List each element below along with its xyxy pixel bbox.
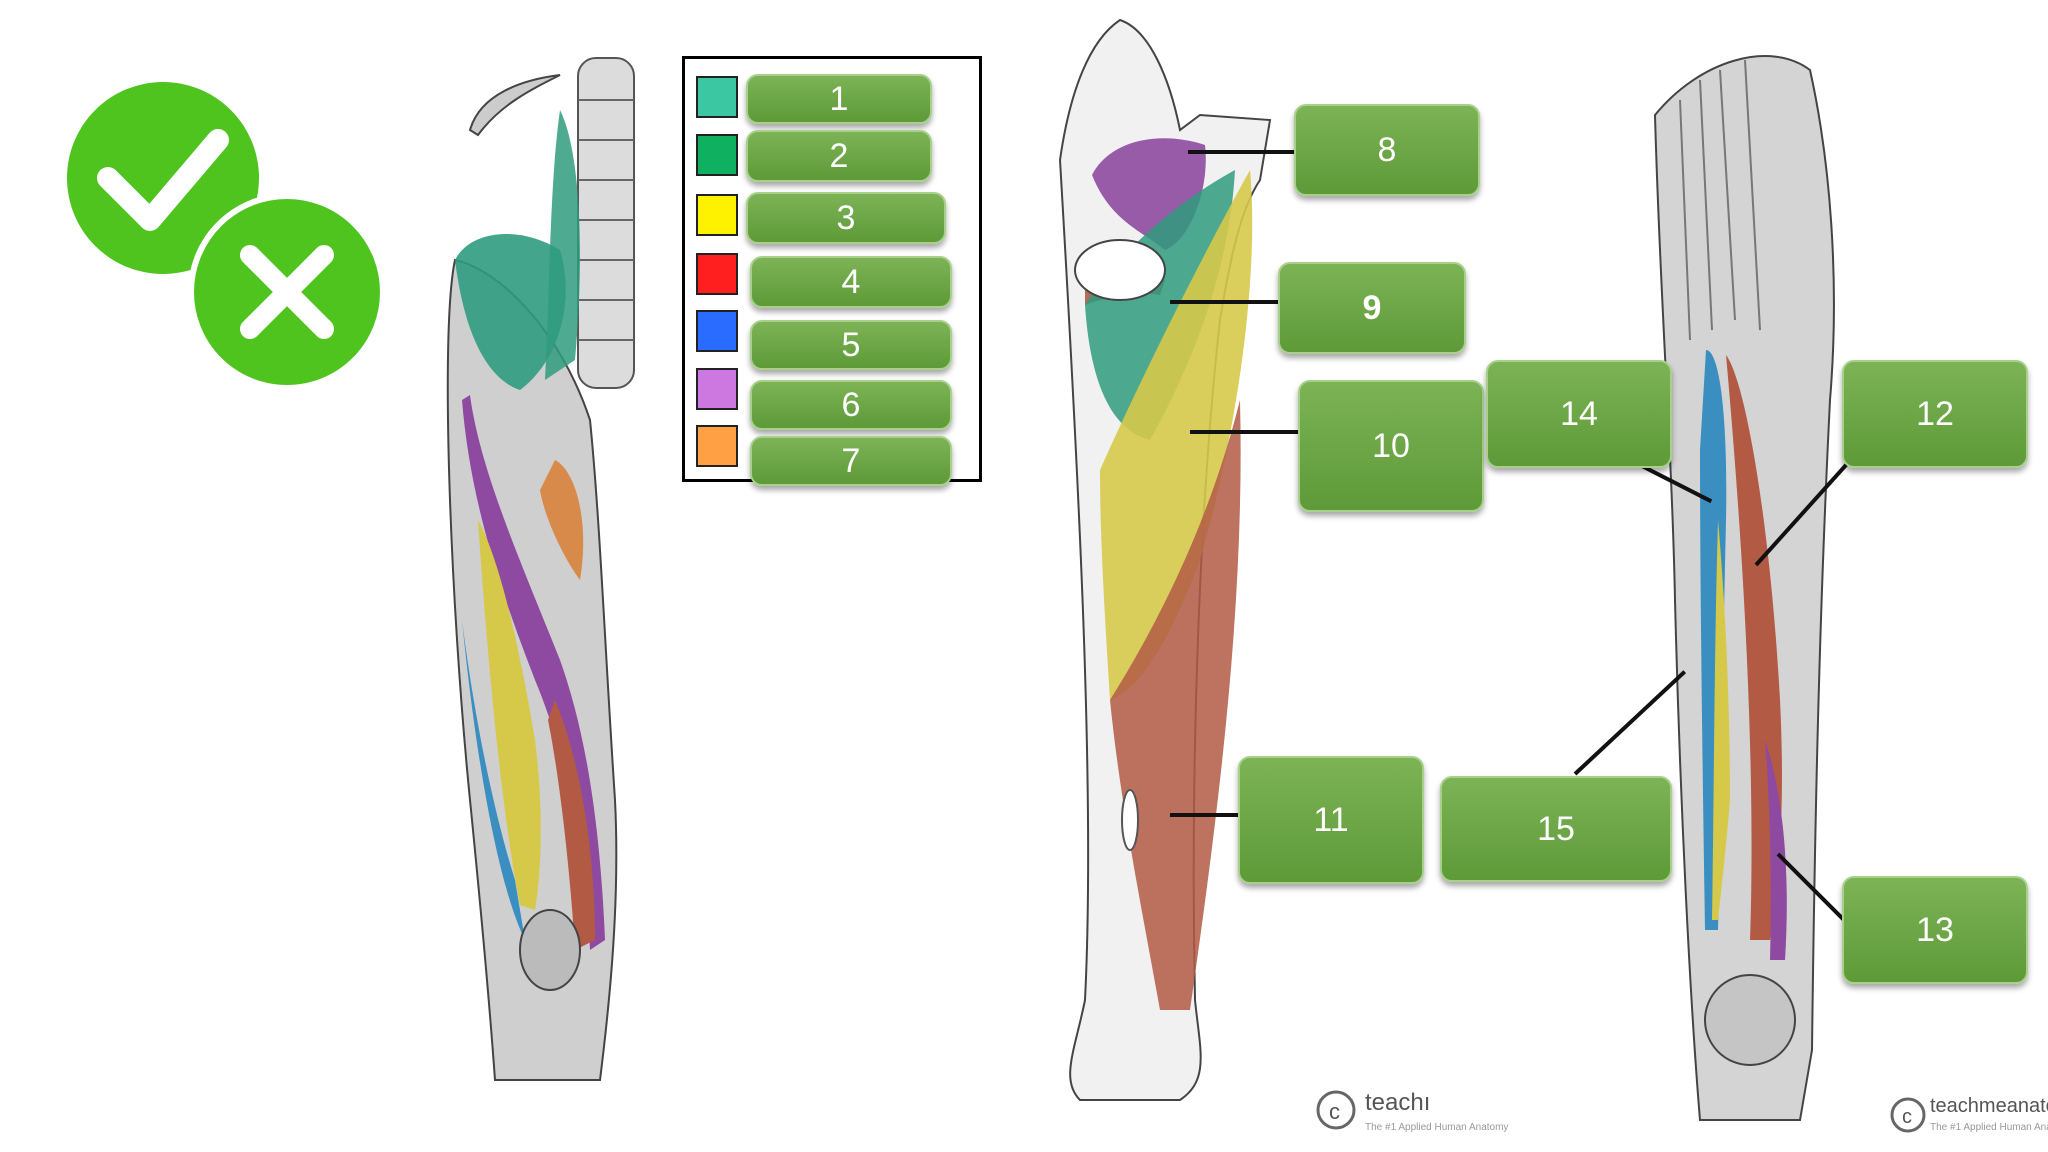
leader-line-9 [1170,300,1280,304]
label-box-11[interactable]: 11 [1238,756,1424,884]
leader-line-11 [1170,813,1240,817]
label-box-14[interactable]: 14 [1486,360,1672,468]
legend-swatch-2 [696,134,738,176]
label-box-15[interactable]: 15 [1440,776,1672,882]
femur-illustration [1058,18,1272,1101]
legend-label-1[interactable]: 1 [746,74,932,124]
watermark-right: c teachmeanato The #1 Applied Human Anat… [1890,1095,2048,1133]
watermark-left-text: teachı [1365,1089,1430,1116]
legend-swatch-4 [696,253,738,295]
legend-swatch-3 [696,194,738,236]
check-cross-icon [67,82,386,391]
anterior-thigh-illustration [446,57,635,1081]
legend-swatch-7 [696,425,738,467]
watermark-right-tagline: The #1 Applied Human Anatomy [1930,1122,2048,1133]
legend-swatch-1 [696,76,738,118]
leader-line-10 [1190,430,1300,434]
watermark-right-text: teachmeanato [1930,1095,2048,1117]
label-box-10[interactable]: 10 [1298,380,1484,512]
legend-swatch-5 [696,310,738,352]
label-box-8[interactable]: 8 [1294,104,1480,196]
watermark-left-tagline: The #1 Applied Human Anatomy [1365,1122,1508,1133]
legend-label-3[interactable]: 3 [746,192,946,244]
svg-text:c: c [1902,1106,1912,1128]
label-box-12[interactable]: 12 [1842,360,2028,468]
legend-label-5[interactable]: 5 [750,320,952,370]
posterior-thigh-illustration [1653,55,1835,1121]
legend-label-7[interactable]: 7 [750,436,952,486]
label-box-13[interactable]: 13 [1842,876,2028,984]
legend-label-4[interactable]: 4 [750,256,952,308]
label-box-9[interactable]: 9 [1278,262,1466,354]
svg-text:c: c [1329,1099,1340,1124]
legend-label-2[interactable]: 2 [746,130,932,182]
leader-line-8 [1188,150,1294,154]
legend-swatch-6 [696,368,738,410]
legend-label-6[interactable]: 6 [750,380,952,430]
watermark-left: c teachı The #1 Applied Human Anatomy [1316,1089,1508,1133]
